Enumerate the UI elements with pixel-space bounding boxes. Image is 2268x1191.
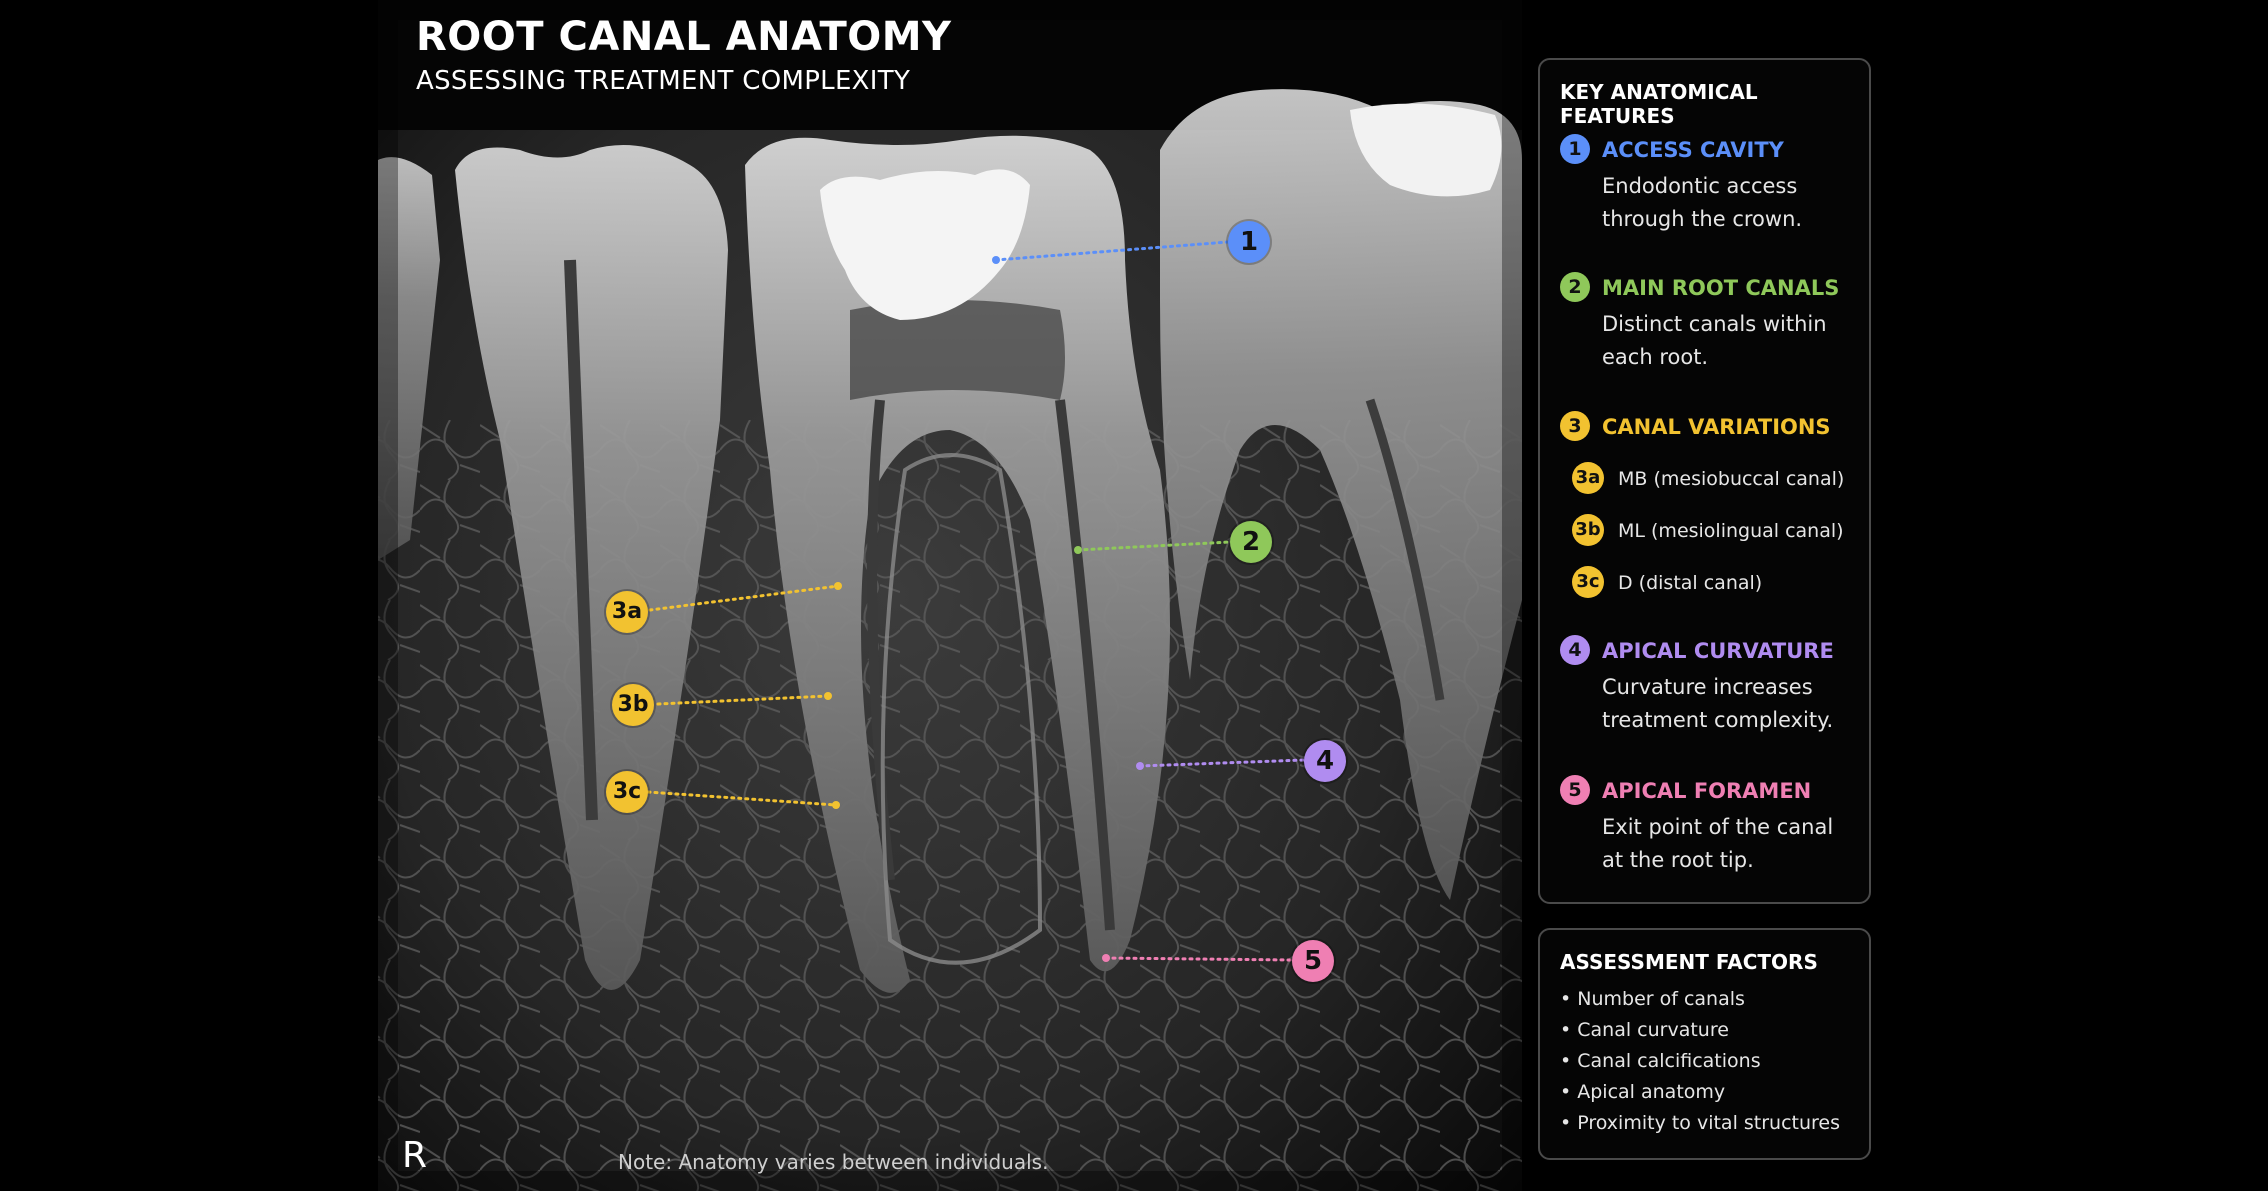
leader-endpoints xyxy=(824,256,1144,962)
factor-item: • Apical anatomy xyxy=(1560,1081,1726,1103)
feature-2-title: MAIN ROOT CANALS xyxy=(1602,276,1840,300)
assessment-factors-panel: ASSESSMENT FACTORS • Number of canals • … xyxy=(1538,928,1871,1160)
leader-line-3c xyxy=(646,790,838,807)
leader-lines xyxy=(646,240,1306,962)
marker-3a: 3a xyxy=(606,591,648,633)
variation-3c-badge: 3c xyxy=(1572,566,1604,598)
feature-4-title: APICAL CURVATURE xyxy=(1602,639,1834,663)
variation-3a-label: MB (mesiobuccal canal) xyxy=(1618,468,1845,490)
marker-1: 1 xyxy=(1228,221,1270,263)
factor-item: • Canal curvature xyxy=(1560,1019,1729,1041)
anatomy-note: Note: Anatomy varies between individuals… xyxy=(618,1150,1049,1174)
leader-line-5 xyxy=(1104,956,1294,962)
marker-3b: 3b xyxy=(612,684,654,726)
premolar-tooth xyxy=(455,145,728,990)
feature-1-description: Endodontic access through the crown. xyxy=(1602,174,1803,231)
access-cavity-filling xyxy=(820,169,1030,320)
feature-5-badge: 5 xyxy=(1560,775,1590,805)
marker-4: 4 xyxy=(1304,740,1346,782)
key-features-panel: KEY ANATOMICAL FEATURES 1 ACCESS CAVITY … xyxy=(1538,58,1871,904)
factor-item: • Proximity to vital structures xyxy=(1560,1112,1841,1134)
factor-item: • Canal calcifications xyxy=(1560,1050,1761,1072)
feature-5-description: Exit point of the canal at the root tip. xyxy=(1602,815,1834,872)
marker-3c: 3c xyxy=(606,771,648,813)
variation-3b-label: ML (mesiolingual canal) xyxy=(1618,520,1844,542)
orientation-mark: R xyxy=(402,1135,428,1176)
feature-4-description: Curvature increases treatment complexity… xyxy=(1602,675,1834,732)
feature-3-badge: 3 xyxy=(1560,411,1590,441)
feature-2-description: Distinct canals within each root. xyxy=(1602,312,1827,369)
factor-item: • Number of canals xyxy=(1560,988,1745,1010)
assessment-heading: ASSESSMENT FACTORS xyxy=(1560,950,1818,974)
feature-2-badge: 2 xyxy=(1560,272,1590,302)
tooth-left-edge xyxy=(378,157,440,560)
leader-line-2 xyxy=(1076,540,1232,552)
right-molar-tooth xyxy=(1160,89,1522,900)
page-subtitle: ASSESSING TREATMENT COMPLEXITY xyxy=(416,66,911,96)
variation-3b-badge: 3b xyxy=(1572,514,1604,546)
leader-line-4 xyxy=(1138,758,1306,768)
marker-5: 5 xyxy=(1292,940,1334,982)
feature-1-badge: 1 xyxy=(1560,134,1590,164)
marker-2: 2 xyxy=(1230,521,1272,563)
page-title: ROOT CANAL ANATOMY xyxy=(416,14,952,60)
feature-5-title: APICAL FORAMEN xyxy=(1602,779,1812,803)
key-features-heading: KEY ANATOMICAL FEATURES xyxy=(1560,80,1758,128)
leader-line-3b xyxy=(656,694,830,706)
right-filling xyxy=(1350,103,1502,197)
feature-4-badge: 4 xyxy=(1560,635,1590,665)
variation-3c-label: D (distal canal) xyxy=(1618,572,1763,594)
feature-1-title: ACCESS CAVITY xyxy=(1602,138,1784,162)
feature-3-title: CANAL VARIATIONS xyxy=(1602,415,1831,439)
variation-3a-badge: 3a xyxy=(1572,462,1604,494)
molar-tooth xyxy=(745,135,1170,993)
